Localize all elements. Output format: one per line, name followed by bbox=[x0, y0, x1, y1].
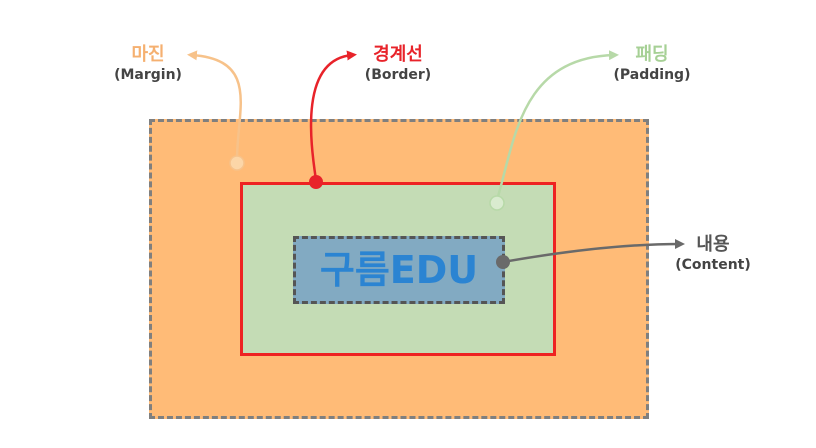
margin-label: 마진 (Margin) bbox=[114, 44, 182, 84]
border-label-en: (Border) bbox=[364, 67, 432, 83]
content-label: 내용 (Content) bbox=[675, 234, 751, 274]
content-area: 구름EDU bbox=[293, 236, 505, 304]
content-text: 구름EDU bbox=[319, 248, 479, 292]
margin-label-ko: 마진 bbox=[131, 44, 165, 65]
content-label-ko: 내용 bbox=[696, 234, 730, 255]
border-label-ko: 경계선 bbox=[373, 44, 423, 65]
padding-label-en: (Padding) bbox=[613, 67, 691, 83]
border-label: 경계선 (Border) bbox=[365, 44, 431, 84]
padding-label-ko: 패딩 bbox=[635, 44, 669, 65]
content-label-en: (Content) bbox=[675, 257, 751, 273]
margin-label-en: (Margin) bbox=[114, 67, 182, 83]
padding-label: 패딩 (Padding) bbox=[614, 44, 691, 84]
